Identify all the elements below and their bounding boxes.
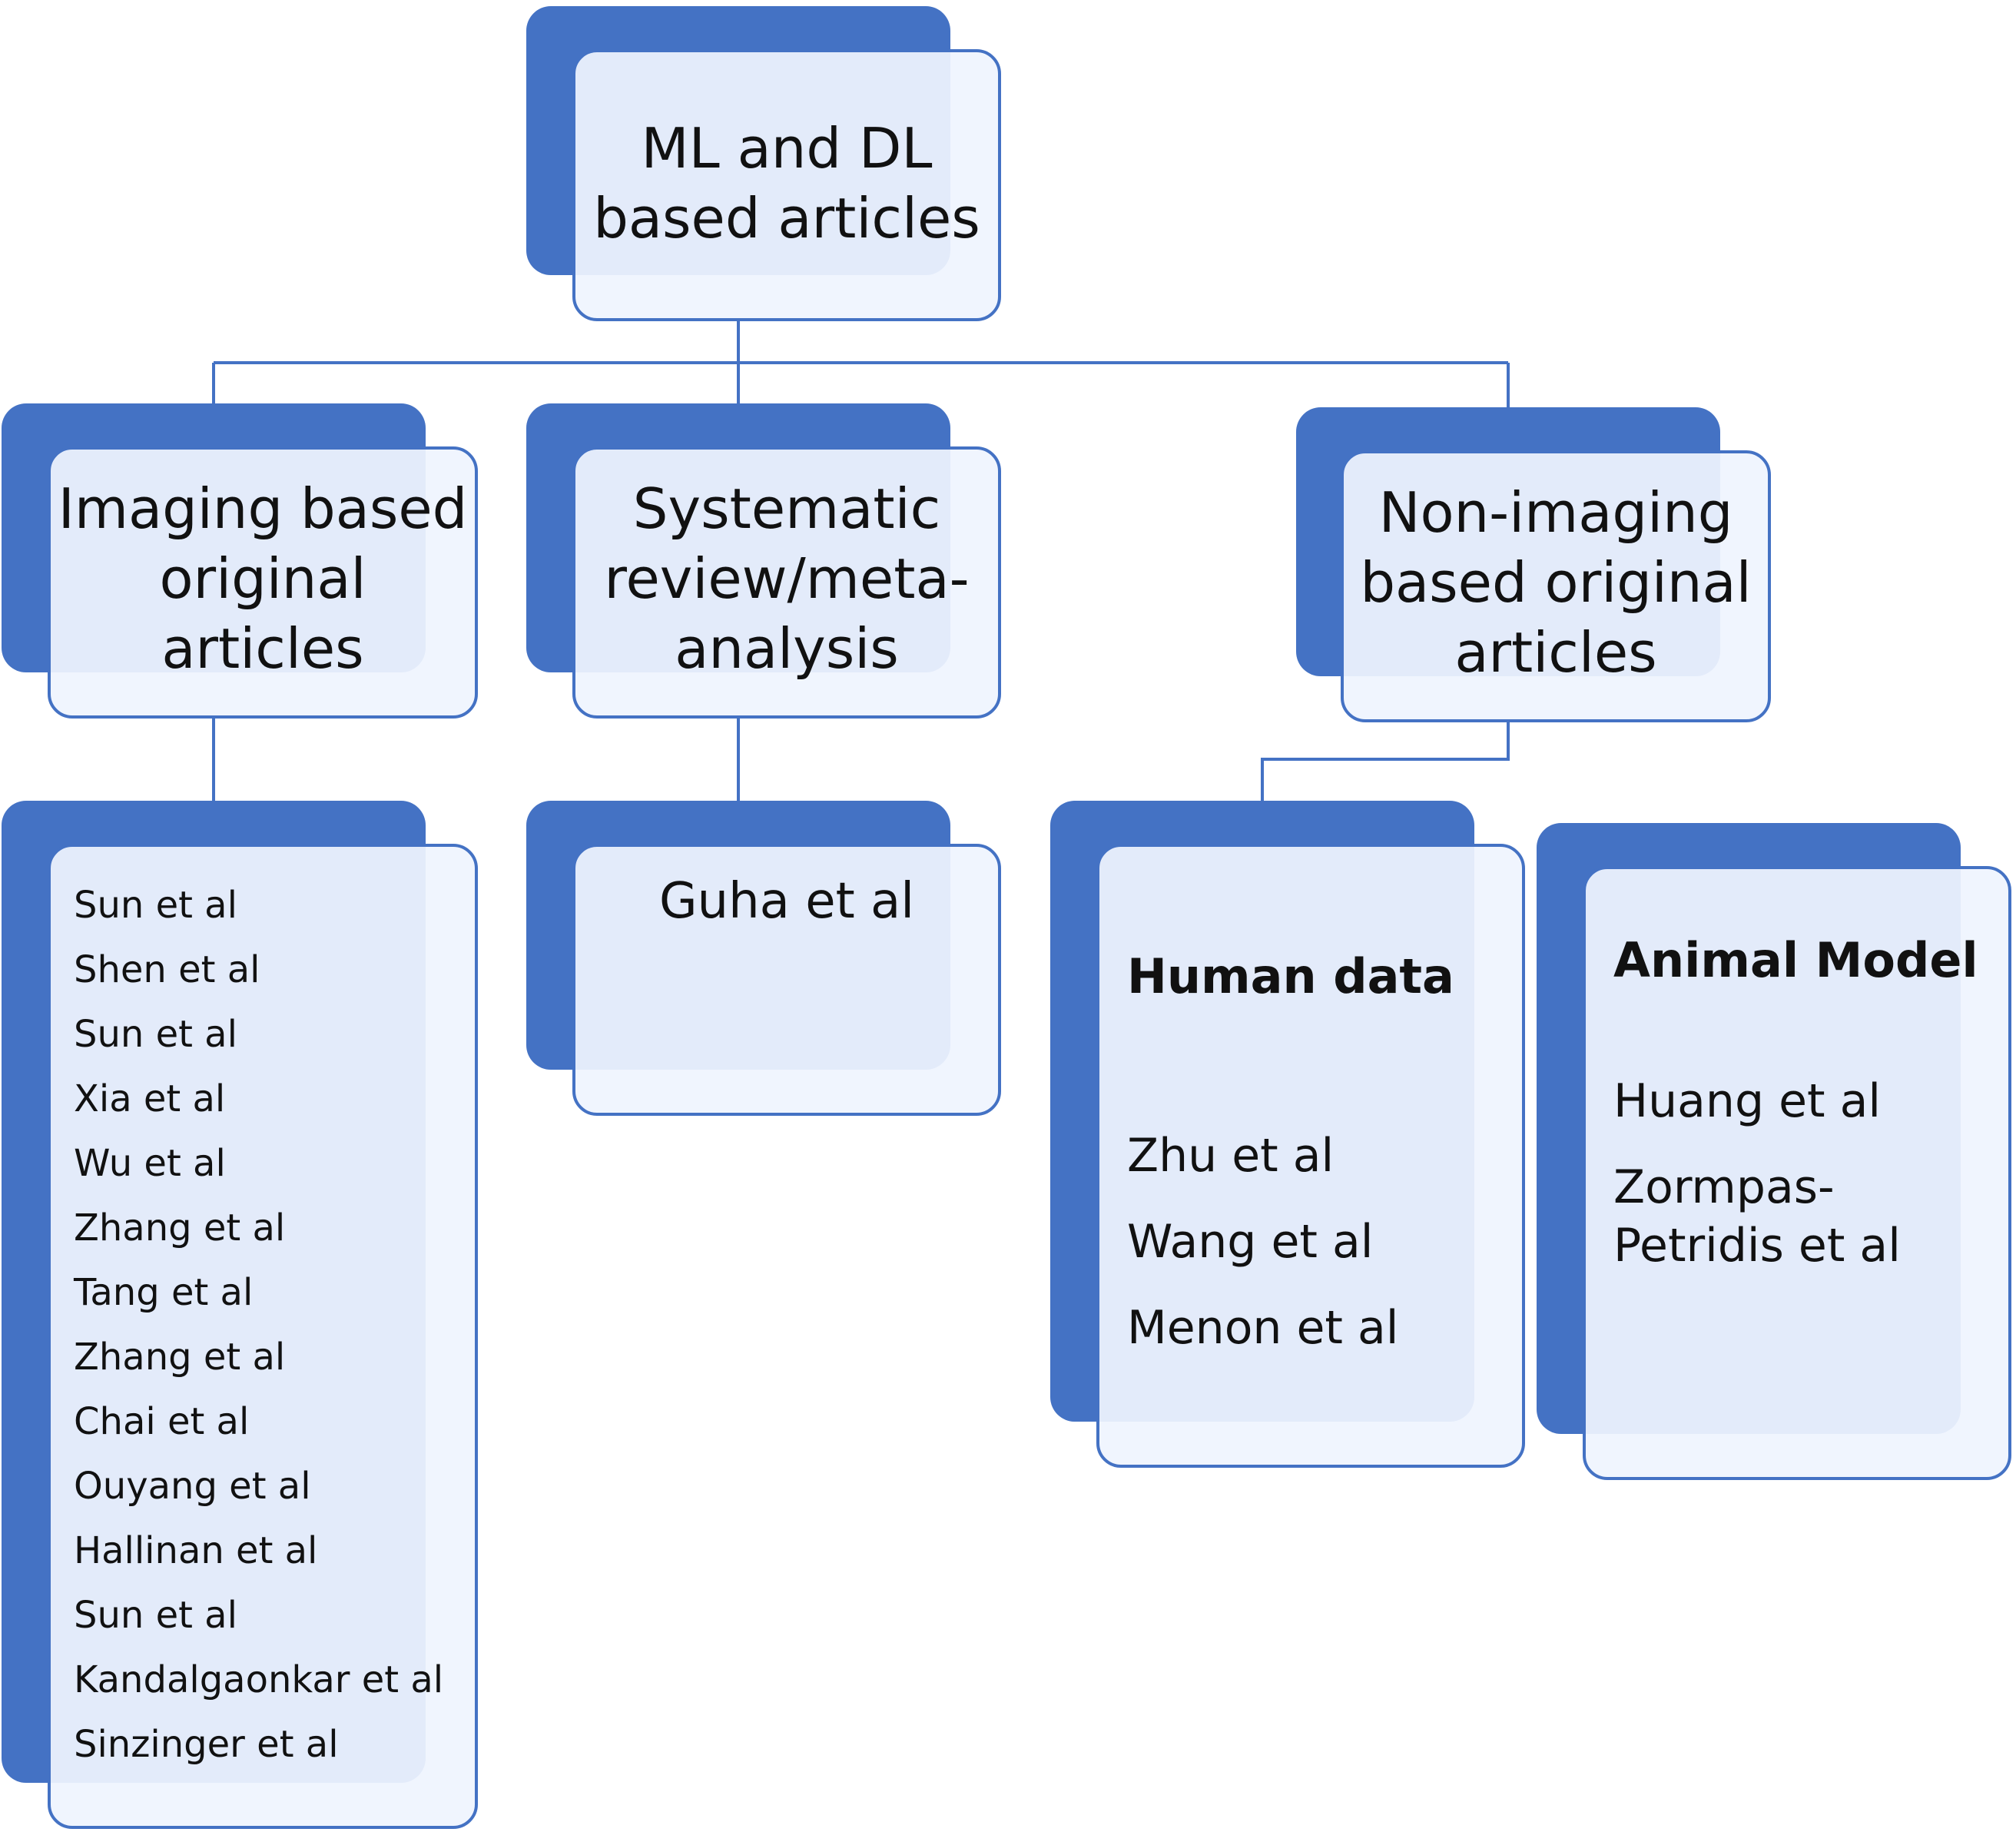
imaging-node-card: Imaging based original articles (48, 446, 478, 719)
imaging-title-line-3: articles (161, 616, 364, 681)
imaging-article-item: Sun et al (74, 884, 237, 927)
human-data-heading: Human data (1127, 948, 1454, 1004)
nonimaging-title: Non-imaging based original articles (1344, 478, 1768, 688)
human-article-item: Wang et al (1127, 1215, 1374, 1269)
nonimaging-node-card: Non-imaging based original articles (1341, 450, 1771, 722)
systematic-articles-card: Guha et al (572, 844, 1001, 1116)
nonimaging-to-human-line (1261, 722, 1510, 801)
animal-model-heading: Animal Model (1613, 932, 1978, 988)
root-title-line-1: ML and DL (641, 116, 933, 181)
root-node-card: ML and DL based articles (572, 49, 1001, 321)
imaging-title-line-1: Imaging based (58, 476, 468, 541)
human-article-item: Zhu et al (1127, 1129, 1335, 1183)
imaging-article-item: Sinzinger et al (74, 1723, 339, 1766)
imaging-title-line-2: original (159, 546, 366, 611)
nonimaging-title-line-1: Non-imaging (1378, 480, 1733, 545)
imaging-article-item: Kandalgaonkar et al (74, 1658, 444, 1701)
systematic-title: Systematic review/meta- analysis (575, 474, 998, 684)
animal-model-card: Animal Model Huang et al Zormpas-Petridi… (1583, 866, 2011, 1480)
animal-model-node: Animal Model Huang et al Zormpas-Petridi… (1537, 823, 2011, 1480)
imaging-articles-list: Sun et al Shen et al Sun et al Xia et al… (74, 873, 443, 1777)
imaging-article-item: Hallinan et al (74, 1529, 318, 1572)
animal-article-item: Zormpas-Petridis et al (1613, 1160, 1901, 1273)
imaging-article-item: Zhang et al (74, 1336, 286, 1379)
human-data-node: Human data Zhu et al Wang et al Menon et… (1050, 801, 1525, 1468)
systematic-article-item: Guha et al (658, 873, 915, 930)
imaging-node: Imaging based original articles (2, 403, 478, 719)
imaging-article-item: Sun et al (74, 1594, 237, 1637)
systematic-node-card: Systematic review/meta- analysis (572, 446, 1001, 719)
human-article-item: Menon et al (1127, 1301, 1399, 1355)
systematic-title-line-3: analysis (675, 616, 899, 681)
imaging-article-item: Chai et al (74, 1400, 250, 1443)
root-node: ML and DL based articles (526, 6, 1001, 321)
imaging-article-item: Ouyang et al (74, 1465, 311, 1508)
imaging-article-item: Wu et al (74, 1142, 226, 1185)
imaging-article-item: Xia et al (74, 1077, 226, 1120)
nonimaging-node: Non-imaging based original articles (1296, 407, 1771, 722)
systematic-title-line-1: Systematic (632, 476, 941, 541)
imaging-title: Imaging based original articles (51, 474, 475, 684)
nonimaging-title-line-3: articles (1454, 620, 1657, 685)
root-title: ML and DL based articles (575, 114, 998, 254)
imaging-article-item: Zhang et al (74, 1206, 286, 1250)
imaging-article-item: Sun et al (74, 1013, 237, 1056)
systematic-node: Systematic review/meta- analysis (526, 403, 1001, 719)
imaging-article-item: Shen et al (74, 948, 260, 991)
animal-article-item: Huang et al (1613, 1074, 1882, 1128)
nonimaging-title-line-2: based original (1360, 550, 1752, 615)
human-data-card: Human data Zhu et al Wang et al Menon et… (1096, 844, 1525, 1468)
imaging-articles-node: Sun et al Shen et al Sun et al Xia et al… (2, 801, 478, 1829)
animal-model-list: Huang et al Zormpas-Petridis et al (1613, 1072, 1901, 1273)
systematic-title-line-2: review/meta- (604, 546, 970, 611)
imaging-article-item: Tang et al (74, 1271, 254, 1314)
human-data-list: Zhu et al Wang et al Menon et al (1127, 1113, 1398, 1371)
root-title-line-2: based articles (593, 186, 980, 251)
systematic-articles-node: Guha et al (526, 801, 1001, 1116)
imaging-articles-card: Sun et al Shen et al Sun et al Xia et al… (48, 844, 478, 1829)
